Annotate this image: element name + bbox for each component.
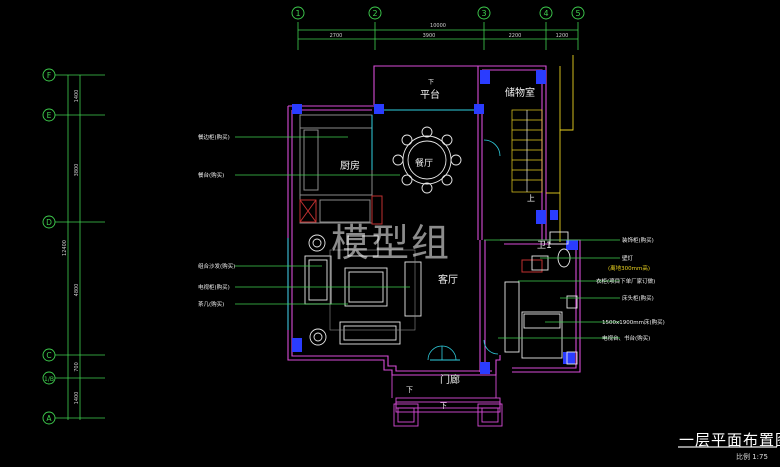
dim-total: 10000 [430,23,446,29]
grid-label-3: 3 [481,9,486,18]
label-desk: 电视台、书台(购买) [602,334,650,342]
dim-left-4: 700 [74,362,80,372]
label-coffee-table: 茶几(购买) [198,300,224,308]
label-tv-cabinet: 电视柜(购买) [198,283,230,291]
room-label-foyer: 门廊 [440,373,460,386]
room-labels: 平台 储物室 厨房 餐厅 客厅 卫1 门廊 上 下 下 下 [340,79,552,410]
dimension-texts: 10000 2700 3900 2200 1200 [330,23,569,39]
label-nightstand: 床头柜(购买) [622,294,654,302]
dim-top-1: 2700 [330,33,343,39]
stair-down-label-1: 下 [406,386,413,394]
label-sideboard: 餐边柜(购买) [198,133,230,141]
grid-label-4: 4 [543,9,548,18]
room-label-terrace: 平台 [420,88,440,101]
grid-label-e: E [47,111,52,120]
room-label-storage: 储物室 [505,86,535,99]
dining-table [392,126,462,194]
room-label-bath: 卫1 [537,241,552,251]
grid-labels-top: 1 2 3 4 5 [295,9,580,18]
grid-bubbles-top [291,6,585,20]
dim-left-1: 1400 [74,90,80,103]
dim-top-4: 1200 [556,33,569,39]
plan-scale: 比例 1:75 [736,453,768,461]
front-steps [391,375,503,427]
label-sofa: 组合沙发(购买) [198,262,235,270]
label-wall-lamp: 壁灯 [622,254,634,262]
watermark: 模型组 [331,221,452,265]
outer-walls [287,65,581,376]
label-wardrobe: 衣柜(项目下单厂家订做) [596,277,655,285]
room-label-living: 客厅 [438,273,458,286]
grid-label-5: 5 [575,9,580,18]
room-label-dining: 餐厅 [415,157,433,169]
stair-down-label-3: 下 [428,79,434,86]
blue-columns [292,70,578,374]
dim-left-3: 4800 [74,284,80,297]
stair-up-label: 上 [527,194,535,203]
grid-bubbles-left [42,68,56,425]
room-label-kitchen: 厨房 [340,159,360,172]
top-dimension-lines [297,22,579,50]
labels-right: 装饰柜(购买) 壁灯 (离地300mm高) 衣柜(项目下单厂家订做) 床头柜(购… [596,236,665,342]
label-dining-table: 餐台(购买) [198,171,224,179]
plan-title: 一层平面布置图 [679,431,780,449]
bathroom-fixtures [531,231,571,271]
dimension-texts-left: 1400 3800 12400 4800 700 1400 [62,90,80,405]
grid-label-2: 2 [372,9,377,18]
leaders-right [484,239,620,339]
grid-labels-left: F E D C 1/B A [44,71,54,423]
label-display-cabinet: 装饰柜(购买) [622,236,654,244]
grid-label-f: F [47,71,51,80]
yellow-outline [546,55,574,242]
label-lamp-height: (离地300mm高) [608,264,650,272]
grid-label-a: A [46,414,52,423]
dim-left-5: 1400 [74,392,80,405]
dim-top-2: 3900 [423,33,436,39]
bedroom-furniture [504,281,578,365]
stairs [511,109,543,193]
labels-left: 餐边柜(购买) 餐台(购买) 组合沙发(购买) 电视柜(购买) 茶几(购买) [198,133,235,308]
grid-label-c: C [46,351,51,360]
grid-label-1: 1 [295,9,300,18]
stair-down-label-2: 下 [440,402,447,410]
grid-label-d: D [46,218,52,227]
cyan-lines [287,109,474,361]
dim-left-2: 3800 [74,164,80,177]
doors [427,139,501,361]
dim-top-3: 2200 [509,33,522,39]
left-dimension-lines [55,74,105,420]
grid-label-1b: 1/B [44,376,54,383]
dim-left-total: 12400 [62,240,68,256]
red-hatch [299,195,543,273]
label-bed: 1500x1900mm床(购买) [602,318,665,326]
leaders-left [235,136,410,305]
